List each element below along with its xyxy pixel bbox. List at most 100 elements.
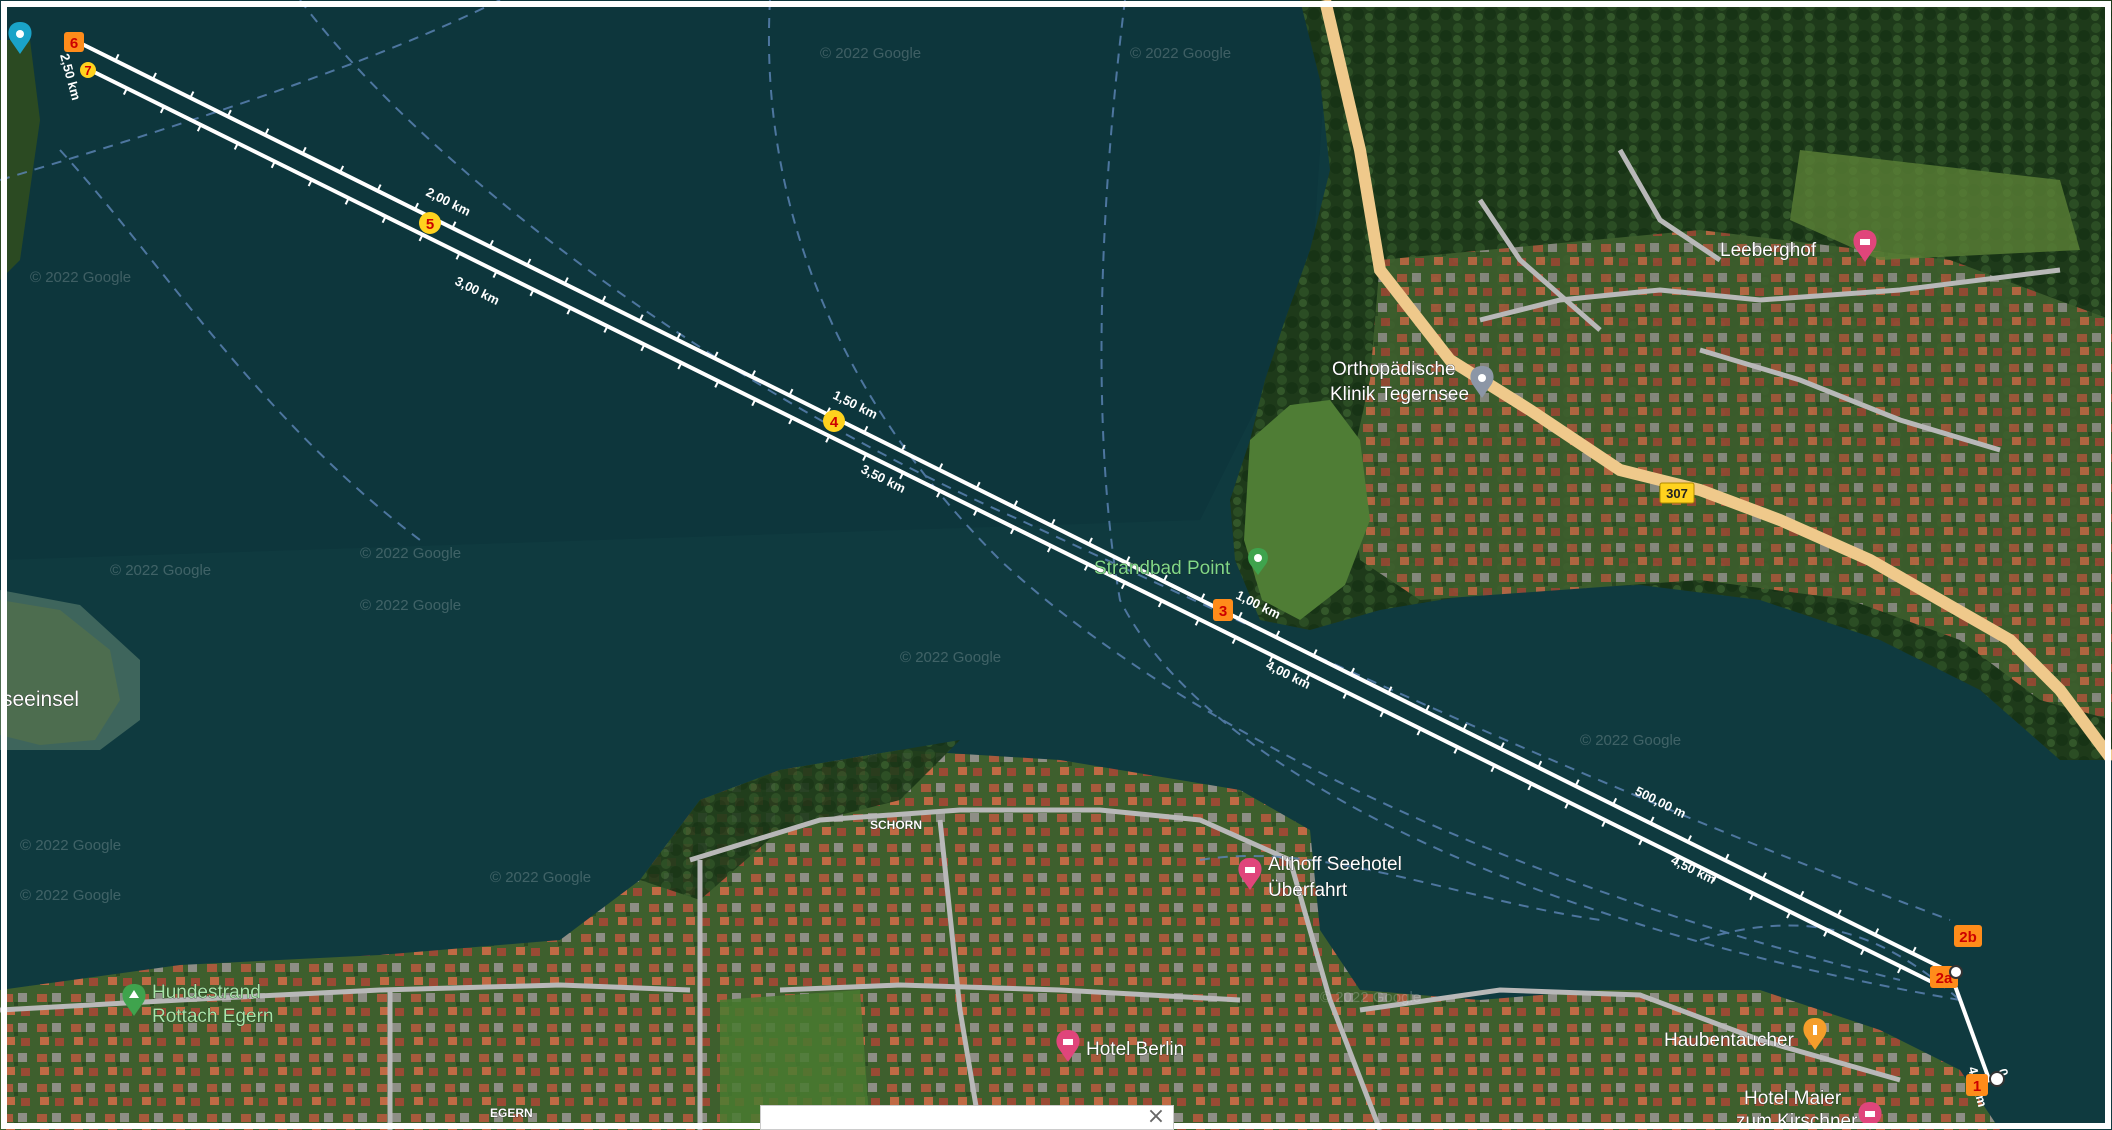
- route-tick: [899, 472, 905, 480]
- hundestrand-label-line2: Rottach Egern: [152, 1006, 273, 1027]
- althoff-hotel-pin-icon[interactable]: [1238, 858, 1262, 890]
- route-tick: [973, 508, 978, 516]
- seeinsel-label: seeinsel: [2, 688, 79, 711]
- route-tick: [226, 109, 232, 117]
- route-tick: [1157, 600, 1163, 608]
- egern-label: EGERN: [490, 1106, 533, 1120]
- strandbad-pin-icon[interactable]: [1248, 548, 1268, 575]
- route-tick: [638, 314, 644, 322]
- info-popup[interactable]: ×: [760, 1105, 1174, 1130]
- strandbad-label: Strandbad Point: [1094, 558, 1231, 579]
- lake-shade: [0, 0, 1330, 560]
- schorn-label: SCHORN: [870, 818, 922, 832]
- route-tick: [900, 444, 906, 452]
- road-b307: [1319, 0, 2112, 764]
- route-line-final: [1948, 971, 1992, 1083]
- route-tick: [1120, 581, 1126, 590]
- hotel-berlin-label: Hotel Berlin: [1086, 1039, 1184, 1060]
- route-tick: [863, 425, 869, 434]
- haubentaucher-label: Haubentaucher: [1664, 1030, 1795, 1051]
- route-tick: [526, 258, 532, 266]
- hundestrand-park-pin-icon[interactable]: [122, 984, 146, 1016]
- route-tick: [233, 142, 239, 150]
- watermark: © 2022 Google: [20, 887, 121, 904]
- route-tick: [264, 128, 270, 136]
- watermark: © 2022 Google: [490, 869, 591, 886]
- route-tick: [196, 124, 202, 132]
- watermark: © 2022 Google: [900, 649, 1001, 666]
- leeberghof-hotel-pin-icon[interactable]: [1853, 230, 1877, 262]
- route-tick: [1564, 801, 1570, 809]
- route-tick: [1453, 746, 1459, 754]
- route-tick: [1823, 929, 1829, 937]
- clinic-pin-icon[interactable]: [1470, 366, 1494, 398]
- town-northeast: [1350, 230, 2112, 720]
- route-tick: [1462, 723, 1468, 731]
- route-tick: [1275, 630, 1281, 638]
- watermark: © 2022 Google: [1320, 989, 1421, 1006]
- marker-1[interactable]: 1: [1966, 1074, 1988, 1096]
- ferry-routes: [0, 0, 1961, 1001]
- watermark: © 2022 Google: [360, 597, 461, 614]
- route-tick: [270, 161, 276, 169]
- route-tick: [418, 234, 424, 242]
- route-start-vertex: [1989, 1071, 2005, 1087]
- watermark: © 2022 Google: [820, 45, 921, 62]
- route-tick: [1786, 911, 1792, 919]
- route-tick: [601, 295, 607, 303]
- south-meadow: [720, 990, 870, 1130]
- marker-5[interactable]: 5: [419, 212, 441, 234]
- route-tick: [975, 481, 981, 489]
- route-tick: [529, 289, 535, 297]
- route-tick: [1687, 835, 1692, 843]
- close-icon[interactable]: ×: [1146, 1104, 1166, 1129]
- route-tick: [1050, 518, 1056, 527]
- leeberghof-label: Leeberghof: [1720, 240, 1817, 261]
- map-pins[interactable]: [8, 22, 1882, 1130]
- route-tick: [1724, 853, 1730, 861]
- route-tick: [114, 53, 120, 62]
- route-tick: [1312, 649, 1318, 657]
- clinic-label-line1: Orthopädische: [1332, 359, 1456, 380]
- route-tick: [344, 197, 350, 205]
- route-tick: [1342, 691, 1348, 699]
- route-tick: [1013, 500, 1019, 508]
- route-tick: [1200, 593, 1206, 601]
- watermark: © 2022 Google: [360, 545, 461, 562]
- route-tick: [189, 91, 195, 99]
- haubentaucher-restaurant-pin-icon[interactable]: [1803, 1018, 1827, 1050]
- marker-5-label: 5: [426, 216, 434, 233]
- route-tick: [122, 87, 128, 96]
- route-tick: [676, 332, 682, 341]
- althoff-label-line1: Althoff Seehotel: [1268, 854, 1402, 875]
- marker-7[interactable]: 7: [80, 62, 96, 78]
- route-markers[interactable]: 6 7 5 4 3 2b 2a 1: [64, 32, 2005, 1096]
- westshore-pin-icon[interactable]: [8, 22, 32, 54]
- road-shield-307: 307: [1659, 482, 1695, 504]
- marker-6[interactable]: 6: [64, 32, 84, 52]
- route-tick: [376, 184, 382, 192]
- route-tick: [1601, 819, 1607, 828]
- place-labels: Leeberghof Orthopädische Klinik Tegernse…: [2, 240, 1859, 1130]
- route-tick: [1268, 655, 1274, 663]
- marker-4[interactable]: 4: [823, 410, 845, 432]
- route-tick: [1009, 527, 1015, 535]
- route-tick: [1761, 872, 1767, 880]
- route-tick: [488, 239, 494, 248]
- route-tick: [1499, 742, 1505, 750]
- route-tick: [1046, 545, 1052, 553]
- route-tick: [1379, 710, 1385, 718]
- route-tick: [788, 388, 794, 396]
- route-tick: [1799, 890, 1805, 899]
- route-tick: [1231, 636, 1237, 645]
- marker-3[interactable]: 3: [1213, 599, 1233, 621]
- marker-2b[interactable]: 2b: [1954, 925, 1982, 947]
- route-tick: [301, 146, 307, 155]
- watermark: © 2022 Google: [1130, 45, 1231, 62]
- road-number: 307: [1666, 486, 1688, 501]
- route-ticks: [114, 53, 1917, 974]
- hotel-berlin-pin-icon[interactable]: [1056, 1030, 1080, 1062]
- route-tick: [1305, 673, 1311, 681]
- map-watermarks: © 2022 Google © 2022 Google © 2022 Googl…: [20, 45, 1681, 1006]
